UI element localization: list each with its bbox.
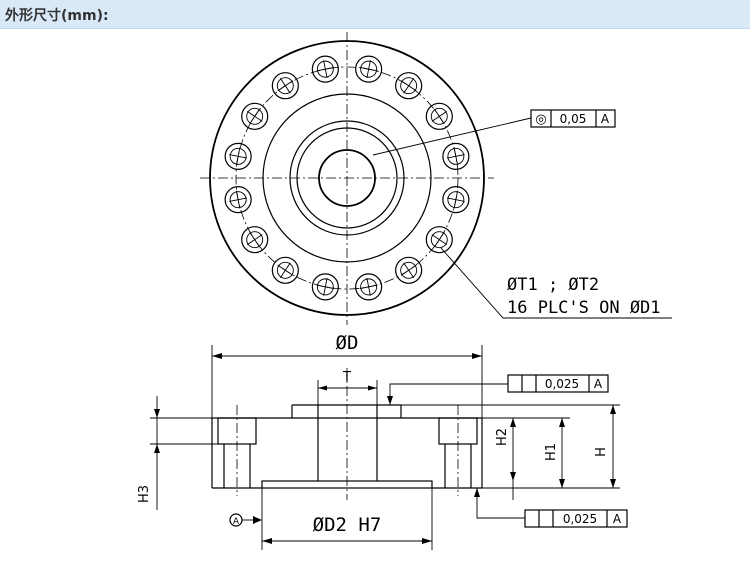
concentricity-value: 0,05 — [560, 112, 587, 126]
dim-H2-label: H2 — [495, 428, 510, 446]
mounting-hole — [241, 102, 269, 130]
mounting-hole — [395, 256, 423, 284]
dim-D2-arrow-left — [262, 538, 272, 544]
right-counterbore-hole — [438, 405, 478, 496]
mounting-hole — [224, 142, 252, 170]
dim-D-arrow-right — [472, 353, 482, 359]
dim-D-arrow-left — [212, 353, 222, 359]
mounting-hole — [311, 55, 339, 83]
dim-H1-label: H1 — [544, 443, 559, 461]
flatness-bottom-datum: A — [613, 512, 622, 526]
mounting-hole — [442, 142, 470, 170]
dim-D2-arrow-right — [422, 538, 432, 544]
dim-T-arrow-right — [368, 385, 377, 391]
flatness-top-datum: A — [594, 377, 603, 391]
mounting-hole — [355, 55, 383, 83]
dim-H3-arrow-top — [154, 409, 160, 418]
dim-H-label: H — [594, 447, 609, 457]
datum-label: A — [233, 517, 240, 527]
mounting-hole — [224, 186, 252, 214]
dim-H3-label: H3 — [137, 485, 152, 503]
dim-T-label: T — [342, 370, 351, 385]
mounting-hole — [425, 102, 453, 130]
mounting-hole — [425, 226, 453, 254]
dim-H-arrow-bottom — [610, 479, 616, 488]
datum-circle — [229, 513, 243, 527]
flatness-top-leader — [389, 383, 508, 405]
flatness-top-frame: 0,025 A — [507, 374, 609, 393]
dim-H2-arrow-bottom — [510, 472, 516, 481]
side-view: ØD T — [137, 332, 628, 550]
concentricity-datum: A — [601, 112, 610, 126]
dim-H1-arrow-top — [559, 418, 565, 427]
mounting-hole — [271, 256, 299, 284]
flatness-top-value: 0,025 — [545, 377, 579, 391]
mounting-hole — [311, 273, 339, 301]
mounting-hole — [241, 226, 269, 254]
header-bar: 外形尺寸(mm): — [0, 0, 750, 29]
mounting-holes — [224, 55, 470, 301]
dim-H3-arrow-bottom — [154, 444, 160, 453]
mounting-hole — [355, 273, 383, 301]
hole-callout-leader — [440, 247, 672, 319]
mounting-hole — [395, 72, 423, 100]
hole-callout-line2: 16 PLC'S ON ØD1 — [507, 298, 661, 318]
dim-D-label: ØD — [336, 332, 359, 354]
dim-H-arrow-top — [610, 405, 616, 414]
flatness-bottom-leader — [476, 488, 525, 519]
mounting-hole — [442, 186, 470, 214]
drawing-canvas: ◎ 0,05 A ØT1 ; ØT2 16 PLC'S ON ØD1 ØD T — [137, 32, 672, 550]
dim-T-arrow-left — [318, 385, 327, 391]
concentricity-leader — [372, 117, 532, 156]
flatness-bottom-frame: 0,025 A — [524, 509, 628, 528]
section-title: 外形尺寸(mm): — [5, 8, 109, 24]
concentricity-frame: ◎ 0,05 A — [530, 109, 616, 128]
dim-H1-arrow-bottom — [559, 479, 565, 488]
datum-triangle — [253, 516, 262, 524]
dim-D2-label: ØD2 H7 — [313, 514, 382, 536]
mounting-hole — [271, 72, 299, 100]
flatness-bottom-value: 0,025 — [563, 512, 597, 526]
dim-H2-arrow-top — [510, 418, 516, 427]
left-counterbore-hole — [217, 405, 257, 496]
hole-callout-line1: ØT1 ; ØT2 — [507, 275, 599, 295]
top-view: ◎ 0,05 A ØT1 ; ØT2 16 PLC'S ON ØD1 — [200, 32, 672, 325]
concentricity-symbol: ◎ — [535, 112, 546, 127]
